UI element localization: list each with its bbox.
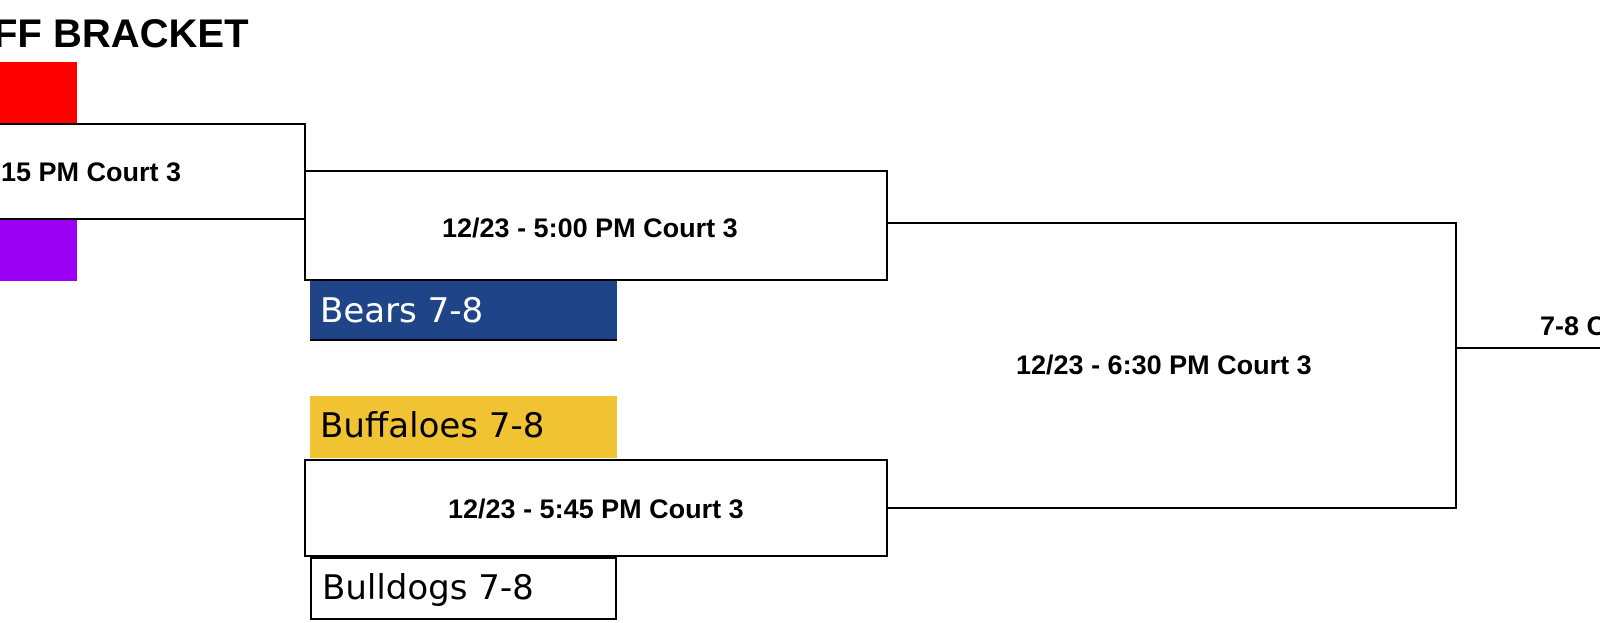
team-slot-purple	[0, 219, 77, 281]
team-buffaloes: Buffaloes 7-8	[310, 396, 617, 458]
team-bulldogs-label: Bulldogs 7-8	[322, 568, 534, 608]
game-box-2	[304, 170, 888, 281]
game-box-3	[304, 459, 888, 557]
team-slot-red	[0, 62, 77, 124]
connector-line	[888, 222, 1456, 224]
game-label-4: 12/23 - 6:30 PM Court 3	[1016, 350, 1312, 380]
game-label-1-text: 15 PM Court 3	[1, 157, 182, 187]
game-label-5: 7-8 C	[1540, 311, 1600, 341]
team-bears-label: Bears 7-8	[320, 291, 484, 331]
game-label-2: 12/23 - 5:00 PM Court 3	[442, 213, 738, 243]
bracket-title: FF BRACKET	[0, 12, 249, 56]
connector-line	[1455, 347, 1600, 349]
connector-line	[888, 507, 1456, 509]
game-label-1: :15 PM Court 3	[0, 157, 181, 187]
team-bears: Bears 7-8	[310, 281, 617, 341]
team-bulldogs: Bulldogs 7-8	[310, 557, 617, 620]
connector-line	[1455, 222, 1457, 509]
game-box-1	[0, 123, 306, 220]
team-buffaloes-label: Buffaloes 7-8	[320, 406, 545, 446]
game-label-3: 12/23 - 5:45 PM Court 3	[448, 494, 744, 524]
